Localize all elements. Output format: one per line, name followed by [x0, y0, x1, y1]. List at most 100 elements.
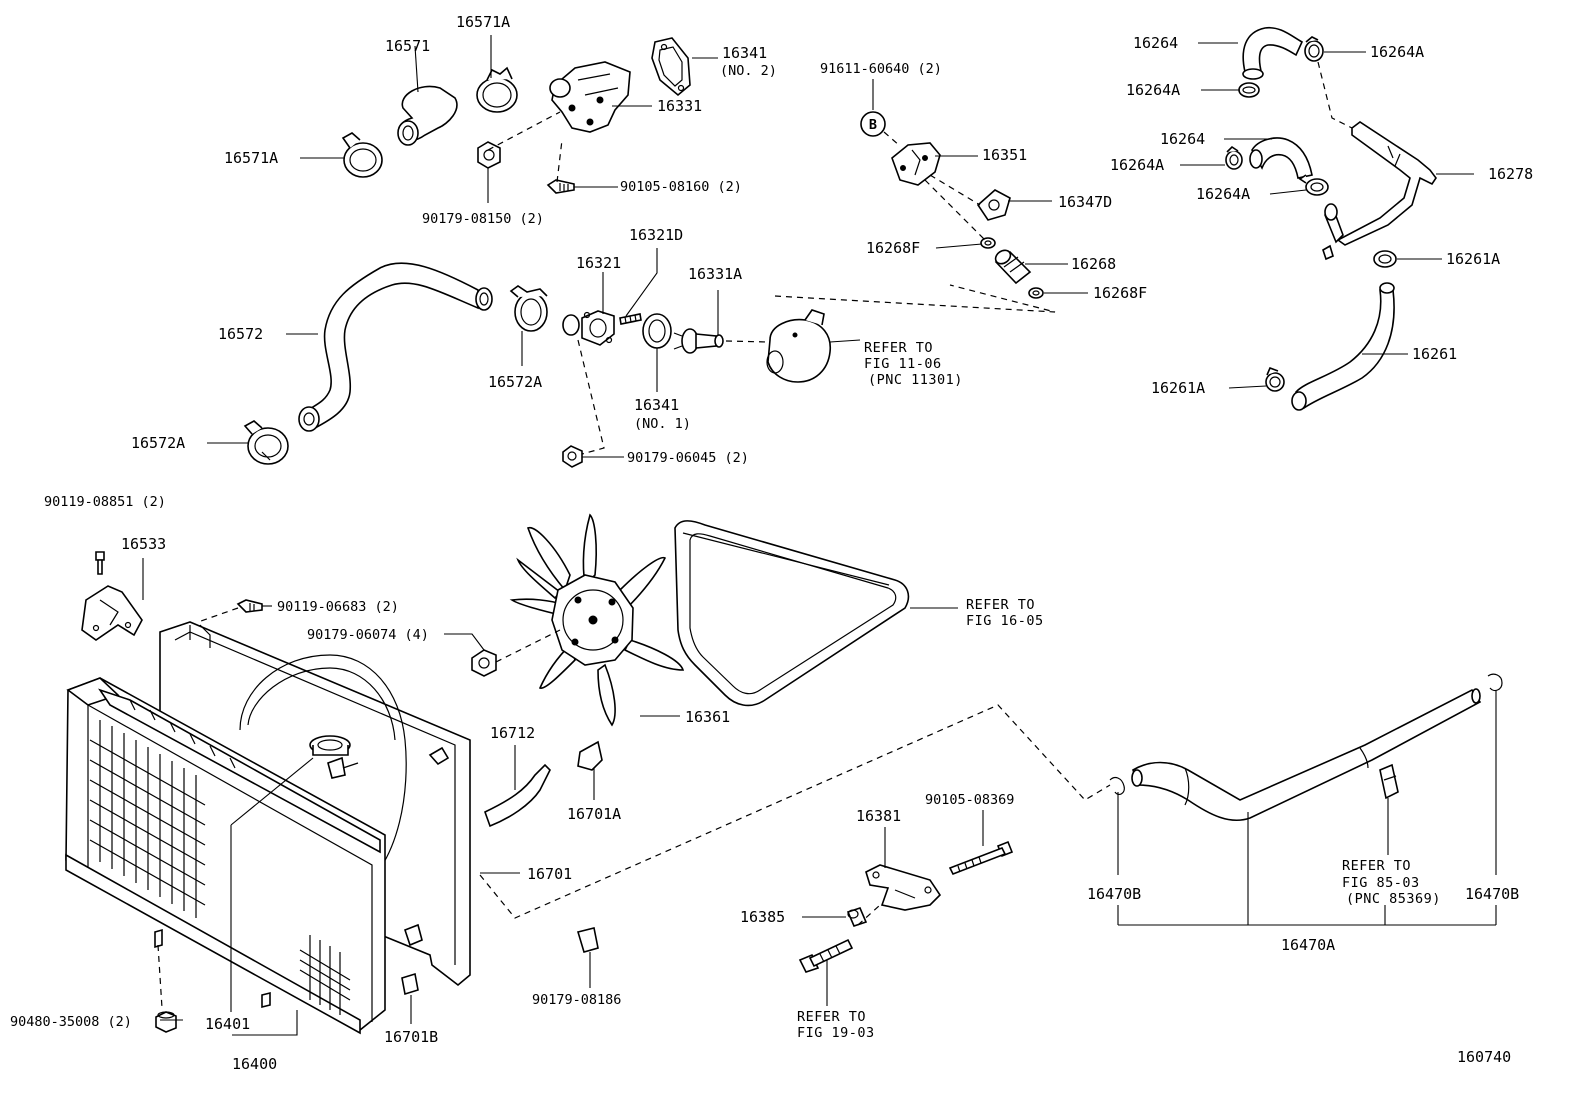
clip-16470B-left: [1109, 776, 1125, 796]
clamp-16571A-left: [341, 132, 383, 178]
label-16572: 16572: [218, 325, 263, 343]
clamp-16264A-4: [1298, 174, 1329, 196]
bolt-16321D: [619, 313, 642, 325]
label-16347D: 16347D: [1058, 193, 1112, 211]
collar-16385: [846, 907, 868, 927]
hose-16712: [484, 763, 551, 828]
label-90179-08186: 90179-08186: [532, 992, 621, 1008]
clamp-16571A-top: [476, 66, 518, 113]
label-90179-06045: 90179-06045 (2): [627, 450, 749, 466]
label-16572A-bottom: 16572A: [131, 434, 185, 452]
fan-16361: [509, 513, 685, 727]
ref-fig16-line1: REFER TO: [966, 597, 1035, 613]
ref-note-fig-16-05: REFER TO FIG 16-05: [966, 597, 1044, 629]
clamp-16261A-top: [1373, 250, 1397, 268]
label-16712: 16712: [490, 724, 535, 742]
label-90179-06074: 90179-06074 (4): [307, 627, 429, 643]
part-labels: 16571 16571A 16571A 16341 (NO. 2) 16331 …: [10, 13, 1533, 1073]
label-90119-08851: 90119-08851 (2): [44, 494, 166, 510]
label-16571A-left: 16571A: [224, 149, 278, 167]
label-16268: 16268: [1071, 255, 1116, 273]
label-16321D: 16321D: [629, 226, 683, 244]
clamp-16261A-bottom: [1265, 366, 1285, 392]
label-16331A: 16331A: [688, 265, 742, 283]
leader-lines: [142, 35, 1497, 1036]
ref-fig16-line2: FIG 16-05: [966, 613, 1044, 629]
v-belt-ref: [674, 520, 910, 707]
gasket-16341-no1: [642, 313, 672, 349]
water-inlet-16321: [562, 310, 615, 346]
label-16401: 16401: [205, 1015, 250, 1033]
label-16470B-right: 16470B: [1465, 885, 1519, 903]
joint-16268: [994, 249, 1032, 285]
label-16533: 16533: [121, 535, 166, 553]
gasket-16347D: [976, 189, 1011, 221]
water-pump-ref: [766, 309, 831, 383]
clip-16701A: [577, 740, 603, 771]
clamp-16264A-3: [1225, 145, 1243, 170]
label-16361: 16361: [685, 708, 730, 726]
plug-90480-35008: [155, 1011, 177, 1033]
label-90105-08369: 90105-08369: [925, 792, 1014, 808]
label-16701A: 16701A: [567, 805, 621, 823]
label-91611-60640: 91611-60640 (2): [820, 61, 942, 77]
nut-90179-06074: [471, 649, 497, 677]
ref-fig11-line2: FIG 11-06: [864, 356, 942, 372]
ref-note-fig-11-06: REFER TO FIG 11-06 (PNC 11301): [864, 340, 963, 388]
figure-number: 160740: [1457, 1048, 1511, 1066]
label-16261A-bottom: 16261A: [1151, 379, 1205, 397]
label-16571A-top: 16571A: [456, 13, 510, 31]
label-16264-mid: 16264: [1160, 130, 1205, 148]
clamp-16572A-bottom: [243, 420, 289, 465]
label-16261: 16261: [1412, 345, 1457, 363]
label-90105-08160: 90105-08160 (2): [620, 179, 742, 195]
label-16268F-right: 16268F: [1093, 284, 1147, 302]
label-16470A: 16470A: [1281, 936, 1335, 954]
label-16264A-2: 16264A: [1126, 81, 1180, 99]
label-16400: 16400: [232, 1055, 277, 1073]
label-16341-no2: 16341: [722, 44, 767, 62]
o-ring-16268F-right: [1028, 287, 1044, 299]
radiator-16400: [65, 677, 386, 1035]
label-16341-no1: 16341: [634, 396, 679, 414]
hose-16470A: [1131, 688, 1482, 822]
label-16321: 16321: [576, 254, 621, 272]
label-16264A-1: 16264A: [1370, 43, 1424, 61]
ref-fig85-line2: FIG 85-03: [1342, 875, 1420, 891]
label-16341-no2-sub: (NO. 2): [720, 63, 777, 79]
ref-fig19-line1: REFER TO: [797, 1009, 866, 1025]
ref-fig85-line3: (PNC 85369): [1346, 891, 1441, 907]
hose-16261: [1291, 282, 1395, 411]
label-16470B-left: 16470B: [1087, 885, 1141, 903]
nut-90179-06045: [562, 445, 583, 468]
clip-16470B-right: [1487, 673, 1503, 692]
clamp-16264A-1: [1304, 36, 1324, 62]
water-outlet-16331: [549, 61, 631, 133]
clip-90179-08186: [576, 927, 599, 953]
label-90179-08150: 90179-08150 (2): [422, 211, 544, 227]
bolt-90105-08369: [948, 840, 1014, 876]
pipe-16278: [1322, 121, 1437, 261]
bolt-ref-19-03: [798, 938, 854, 973]
label-16572A-mid: 16572A: [488, 373, 542, 391]
bracket-16381: [865, 864, 942, 911]
thermostat-16331A: [673, 328, 724, 354]
clip-ref-85-03: [1379, 763, 1399, 800]
label-16268F-left: 16268F: [866, 239, 920, 257]
label-16331: 16331: [657, 97, 702, 115]
ref-fig85-line1: REFER TO: [1342, 858, 1411, 874]
clamp-16572A-mid: [509, 285, 548, 332]
ref-fig11-line3: (PNC 11301): [868, 372, 963, 388]
label-16381: 16381: [856, 807, 901, 825]
ref-fig19-line2: FIG 19-03: [797, 1025, 875, 1041]
marker-b-label: B: [869, 117, 877, 133]
nut-90179-08150: [477, 141, 501, 169]
label-90480-35008: 90480-35008 (2): [10, 1014, 132, 1030]
label-16701B: 16701B: [384, 1028, 438, 1046]
label-90119-06683: 90119-06683 (2): [277, 599, 399, 615]
bolt-marker-b: B: [860, 111, 886, 137]
gasket-16341-no2: [651, 37, 691, 97]
ref-note-fig-19-03: REFER TO FIG 19-03: [797, 1009, 875, 1041]
label-16341-no1-sub: (NO. 1): [634, 416, 691, 432]
